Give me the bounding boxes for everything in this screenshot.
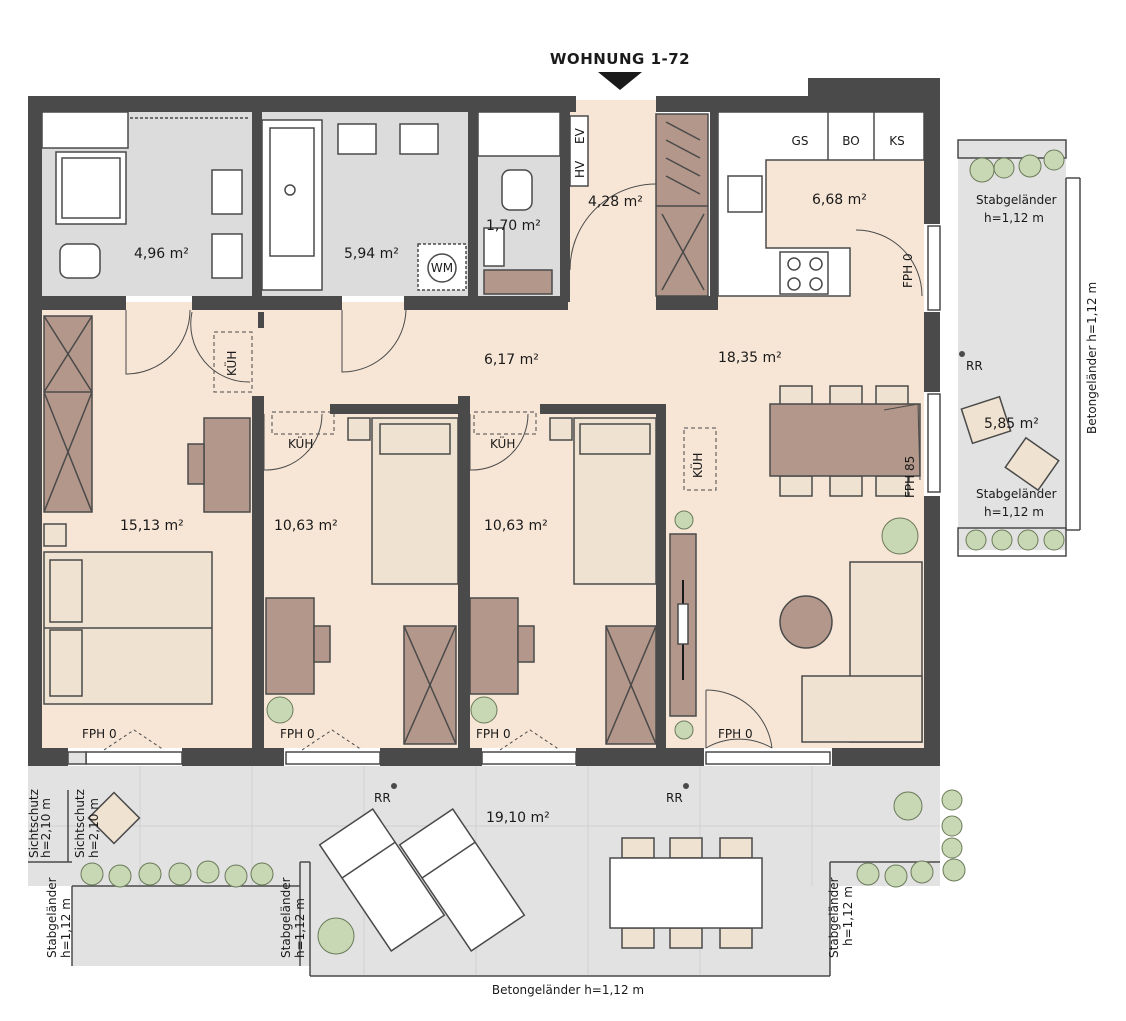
ev-label: EV [573, 127, 587, 144]
beton-label-side: Betongeländer h=1,12 m [1085, 282, 1099, 434]
living-area: 18,35 m² [718, 350, 782, 366]
hall-area: 6,17 m² [484, 352, 539, 368]
wc-fixtures [477, 111, 561, 295]
fph-label-bed2: FPH 0 [280, 727, 315, 741]
balcony-floor [958, 140, 1066, 550]
plants [80, 149, 1065, 955]
fph85-label: FPH 85 [903, 456, 917, 498]
beton-label-bottom: Betongeländer h=1,12 m [492, 983, 644, 997]
master-area: 15,13 m² [120, 518, 184, 534]
bedroom2-furniture [265, 417, 459, 745]
gs-label: GS [792, 134, 809, 148]
hv-label: HV [573, 160, 587, 178]
entry-area: 4,28 m² [588, 194, 643, 210]
sicht-label-2: Sichtschutz [73, 789, 87, 858]
sicht-height-2: h=2,10 m [87, 798, 101, 858]
bedroom3-area: 10,63 m² [484, 518, 548, 534]
rain-pipes [391, 351, 965, 789]
stab-label-midleft: Stabgeländer [279, 877, 293, 958]
window-opening-markers [103, 729, 561, 751]
fph-label-bed3: FPH 0 [476, 727, 511, 741]
dashed-fridge-niches [213, 331, 717, 491]
balcony-furniture [87, 395, 1060, 845]
kuh-label-2: KÜH [288, 435, 313, 451]
rr-label-balcony: RR [966, 359, 983, 373]
terrace-furniture [318, 808, 763, 952]
rr-label-terrace-1: RR [374, 791, 391, 805]
stab-height-left: h=1,12 m [59, 898, 73, 958]
kitchen-window-fph: FPH 0 [901, 253, 915, 288]
bedroom3-furniture [469, 417, 657, 745]
stab-height-top: h=1,12 m [984, 211, 1044, 225]
apartment-title: WOHNUNG 1-72 [550, 50, 690, 68]
stab-label-bottom: Stabgeländer [976, 487, 1057, 501]
ks-label: KS [889, 134, 905, 148]
doors [125, 309, 773, 749]
sicht-label-1: Sichtschutz [27, 789, 41, 858]
sicht-height-1: h=2,10 m [39, 798, 53, 858]
bo-label: BO [842, 134, 859, 148]
bath1-fixtures [41, 111, 248, 279]
kuh-label-1: KÜH [223, 351, 239, 376]
bath1-area: 4,96 m² [134, 246, 189, 262]
stab-label-top: Stabgeländer [976, 193, 1057, 207]
stab-height-bottom: h=1,12 m [984, 505, 1044, 519]
wc-area: 1,70 m² [486, 218, 541, 234]
bath2-area: 5,94 m² [344, 246, 399, 262]
fph-label-master: FPH 0 [82, 727, 117, 741]
rr-label-terrace-2: RR [666, 791, 683, 805]
living-furniture [669, 385, 923, 743]
entry-arrow [598, 72, 642, 90]
balcony-area: 5,85 m² [984, 416, 1039, 432]
terrace-area: 19,10 m² [486, 810, 550, 826]
wm-label: WM [431, 261, 453, 275]
walls [28, 78, 940, 766]
kitchen-area: 6,68 m² [812, 192, 867, 208]
kuh-label-4: KÜH [689, 453, 705, 478]
kitchen-fixtures [717, 111, 925, 297]
entry-fixtures [569, 113, 709, 297]
kuh-label-3: KÜH [490, 435, 515, 451]
fph-label-living: FPH 0 [718, 727, 753, 741]
windows [67, 225, 941, 765]
master-bedroom-furniture [43, 315, 251, 705]
stab-height-right: h=1,12 m [841, 886, 855, 946]
stab-label-left: Stabgeländer [45, 877, 59, 958]
bath2-fixtures [261, 119, 467, 291]
terrace-floor-left [72, 886, 310, 966]
stab-label-right: Stabgeländer [827, 877, 841, 958]
bedroom2-area: 10,63 m² [274, 518, 338, 534]
stab-height-midleft: h=1,12 m [293, 898, 307, 958]
